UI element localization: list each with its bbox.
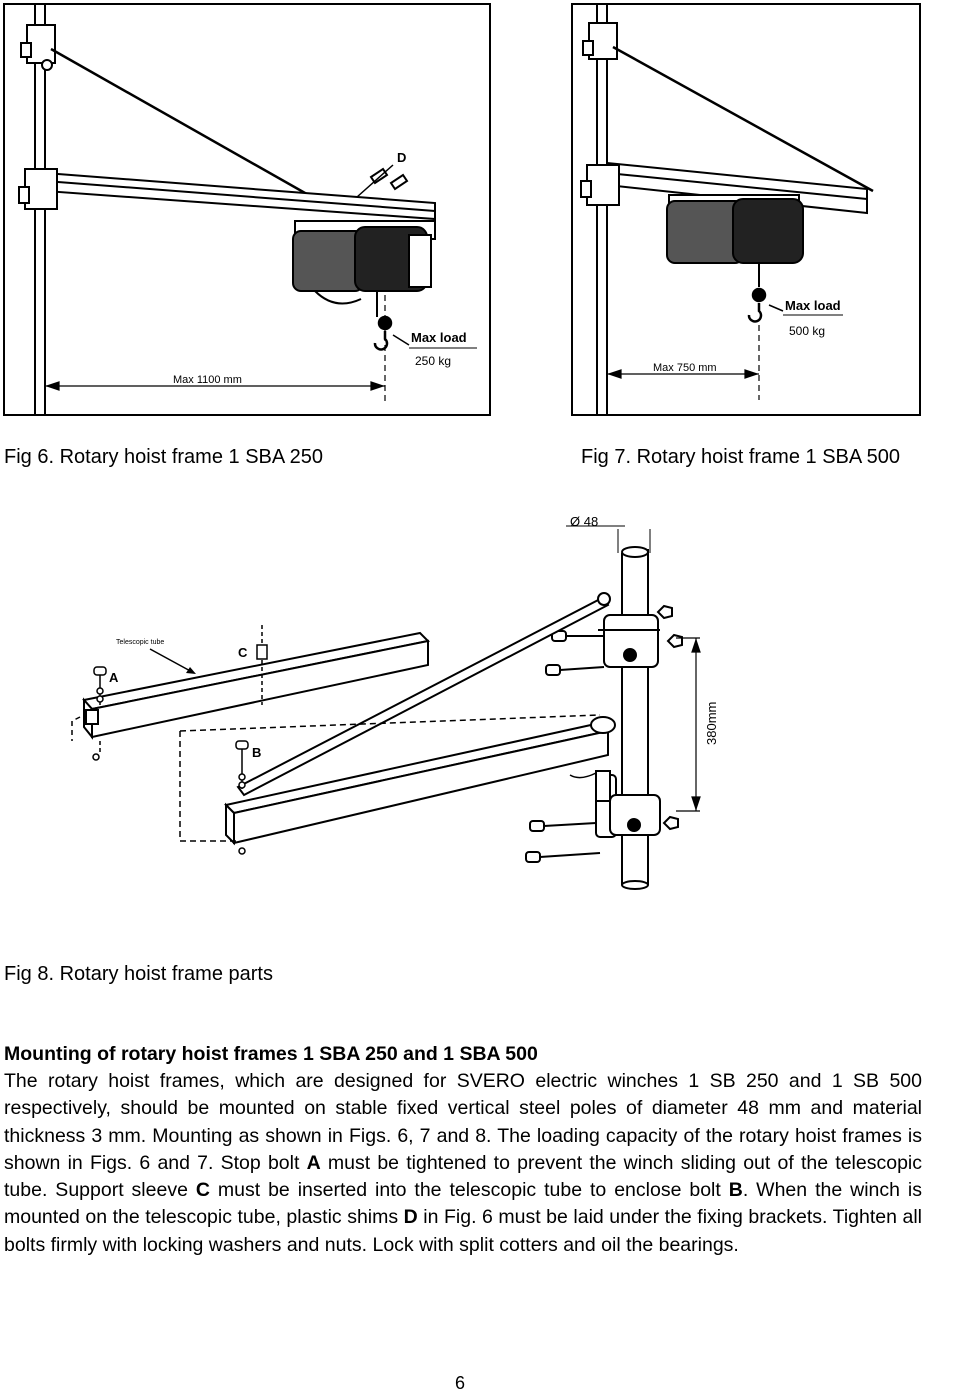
page-number: 6: [455, 1373, 466, 1393]
fig7-top-clamp: [582, 22, 618, 60]
paragraph-text-3: must be inserted into the telescopic tub…: [209, 1179, 729, 1202]
fig7-pole: [596, 5, 608, 414]
fig6-dimension: [45, 295, 386, 405]
fig8-caption: Fig 8. Rotary hoist frame parts: [4, 963, 273, 985]
bold-d: D: [403, 1206, 418, 1229]
fig7-caption: Fig 7. Rotary hoist frame 1 SBA 500: [581, 446, 901, 468]
fig8-dimension-label: 380mm: [704, 702, 719, 745]
fig8-diameter-label: Ø 48: [570, 514, 598, 529]
fig6-hook: [373, 315, 393, 351]
paragraph-text-5: in Fig. 6 must be laid under the fixing …: [4, 1206, 922, 1256]
fig7-load-value: 500 kg: [789, 324, 825, 338]
paragraph-text-4: . When the winch is mounted on the teles…: [4, 1179, 922, 1229]
fig8-lower-arm: [224, 716, 616, 846]
fig8-diagonal-brace: [236, 592, 611, 797]
fig8-bolt-b: [235, 740, 249, 855]
bold-b: B: [728, 1179, 743, 1202]
bold-a: A: [306, 1151, 321, 1174]
fig7-hook: [747, 287, 767, 323]
fig8-label-b: B: [252, 745, 261, 760]
fig8-bolt-a: [92, 666, 107, 761]
fig8-pole: [621, 546, 649, 890]
fig8-lower-bolts: [525, 815, 679, 863]
fig8-telescopic-tube: [82, 631, 431, 740]
fig6-max-distance: Max 1100 mm: [173, 374, 242, 386]
paragraph-text-2: must be tightened to prevent the winch s…: [4, 1151, 922, 1202]
fig6-shims-d: [369, 167, 409, 191]
fig6-max-load: Max load: [411, 330, 467, 345]
fig8-label-a: A: [109, 670, 119, 685]
fig6-lower-clamp: [18, 168, 58, 210]
section-paragraph: The rotary hoist frames, which are desig…: [4, 1068, 922, 1259]
fig8-upper-clamp: [598, 614, 660, 668]
fig6-winch: [292, 220, 436, 317]
fig7-diagonal-rod: [612, 45, 874, 193]
fig6-load-value: 250 kg: [415, 354, 451, 368]
fig7-illustration: Max load 500 kg Max 750 mm: [571, 3, 921, 416]
bold-c: C: [195, 1179, 210, 1202]
fig7-lower-clamp: [580, 164, 620, 206]
fig6-label-d: D: [397, 150, 406, 165]
fig6-diagonal-rod: [50, 47, 336, 212]
fig8-telescopic-tube-label: Telescopic tube: [116, 639, 164, 646]
fig6-illustration: D Max load 250 kg Max 1100 mm: [3, 3, 491, 416]
fig8-label-c: C: [238, 645, 248, 660]
fig7-winch: [666, 194, 804, 287]
fig8-pin-c: [256, 625, 268, 705]
paragraph-text-1: The rotary hoist frames, which are desig…: [4, 1070, 922, 1174]
fig8-height-dimension: [676, 637, 701, 812]
fig7-max-distance: Max 750 mm: [653, 362, 717, 374]
section-heading: Mounting of rotary hoist frames 1 SBA 25…: [4, 1043, 538, 1065]
fig8-illustration: Ø 48: [0, 505, 960, 895]
fig8-bushing: [569, 770, 611, 802]
fig7-dimension: [607, 325, 760, 400]
fig7-max-load: Max load: [785, 298, 841, 313]
fig6-top-clamp: [20, 24, 56, 71]
fig6-caption: Fig 6. Rotary hoist frame 1 SBA 250: [4, 446, 324, 468]
